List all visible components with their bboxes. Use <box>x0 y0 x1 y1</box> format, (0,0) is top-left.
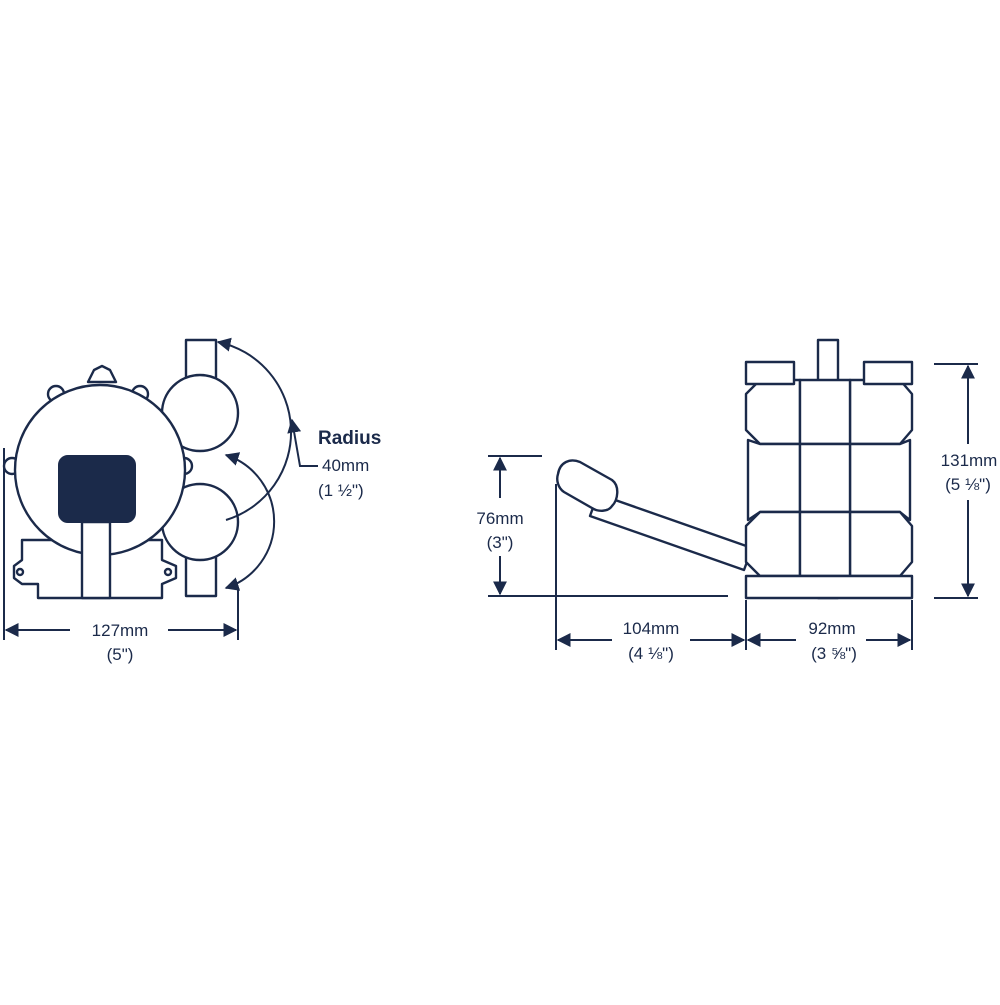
body-upper-left <box>744 378 802 446</box>
body-mid-left <box>746 438 802 522</box>
handle-stem <box>80 520 112 600</box>
body-upper-right <box>848 378 914 446</box>
handle-lever <box>588 492 754 572</box>
body-mid-right <box>848 438 912 522</box>
handle-length-inch-label: (4 ⅛") <box>628 644 674 663</box>
mount-hole <box>15 567 25 577</box>
body-height-mm-label: 131mm <box>941 451 998 470</box>
body-height-inch-label: (5 ⅛") <box>945 475 991 494</box>
front-view-pump <box>2 338 240 600</box>
body-lower-right <box>848 510 914 578</box>
top-cap-right <box>862 360 914 386</box>
side-view-pump <box>556 338 914 600</box>
body-lower-center <box>798 510 852 578</box>
radius-arc-lower <box>224 452 276 591</box>
handle-grip <box>556 459 619 512</box>
body-upper-center <box>798 378 852 446</box>
mount-hole <box>163 567 173 577</box>
front-width-inch-label: (5") <box>107 645 134 664</box>
handle-height-mm-label: 76mm <box>476 509 523 528</box>
top-cap-left <box>744 360 796 386</box>
handle-length-mm-label: 104mm <box>623 619 680 638</box>
radius-label: Radius <box>318 428 381 449</box>
radius-leader <box>287 418 318 467</box>
side-base <box>744 574 914 600</box>
handle-height-inch-label: (3") <box>487 533 514 552</box>
body-lower-left <box>744 510 802 578</box>
radius-mm-label: 40mm <box>322 456 369 475</box>
radius-inch-label: (1 ½") <box>318 481 364 500</box>
top-lug <box>86 364 118 384</box>
front-width-mm-label: 127mm <box>92 621 149 640</box>
handle-socket <box>58 455 136 523</box>
body-depth-mm-label: 92mm <box>808 619 855 638</box>
body-depth-inch-label: (3 ⅝") <box>811 644 857 663</box>
body-mid-center <box>798 442 852 514</box>
